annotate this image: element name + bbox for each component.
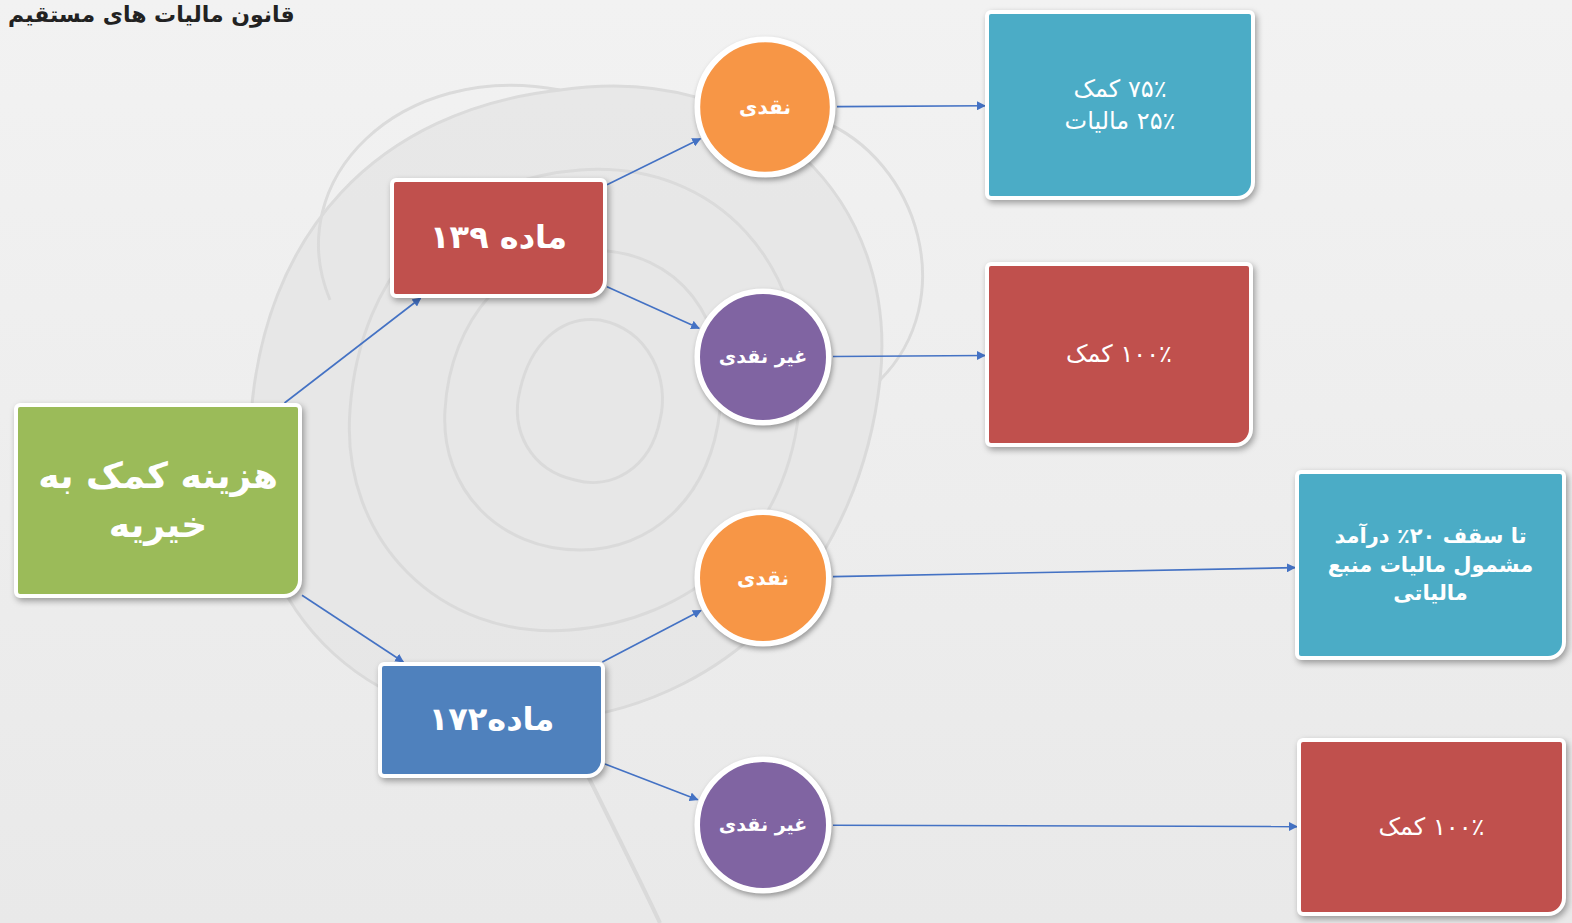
page-title: قانون مالیات های مستقیم [8,2,295,27]
node-text: ۲۵٪ مالیات [1055,105,1186,137]
node-text: ۱۰۰٪ کمک [1056,338,1182,370]
noncash-circle: غیر نقدی [693,755,833,895]
node-text: غیر نقدی [709,345,817,369]
result-box: ۱۰۰٪ کمک [1297,738,1566,916]
article-box: ماده ۱۳۹ [390,178,607,298]
result-box: تا سقف ۲۰٪ درآمد مشمول مالیات منبع مالیا… [1295,470,1566,660]
connector-arrow [837,105,985,107]
circle-fill [697,512,829,644]
connector-arrow [833,568,1295,577]
connector-arrow [302,595,403,662]
node-text: ۷۵٪ کمک [1063,73,1176,105]
node-text: ۱۰۰٪ کمک [1369,811,1495,843]
node-text: ماده ۱۳۹ [420,216,577,259]
node-text: غیر نقدی [709,813,817,837]
connector-arrow [833,825,1297,826]
node-text: تا سقف ۲۰٪ درآمد مشمول مالیات منبع مالیا… [1299,522,1562,607]
rose-petals [249,85,922,923]
root-box: هزینه کمک به خیریه [14,403,302,598]
noncash-circle: غیر نقدی [693,287,833,427]
article-box: ماده۱۷۲ [378,662,605,778]
connector-arrow [284,298,420,403]
node-text: هزینه کمک به خیریه [18,452,298,549]
connector-arrow [607,139,700,185]
connector-arrow [607,287,699,328]
node-text: نقدی [727,566,799,591]
node-text: نقدی [729,95,801,120]
circle-fill [697,39,832,174]
connector-arrow [605,764,698,800]
circle-fill [697,291,829,423]
result-box: ۷۵٪ کمک۲۵٪ مالیات [985,10,1255,200]
connector-arrow [833,355,985,356]
result-box: ۱۰۰٪ کمک [985,262,1253,447]
connector-arrow [602,610,701,662]
cash-circle: نقدی [693,35,837,179]
cash-circle: نقدی [693,508,833,648]
node-text: ماده۱۷۲ [419,698,565,741]
circle-fill [697,759,829,891]
